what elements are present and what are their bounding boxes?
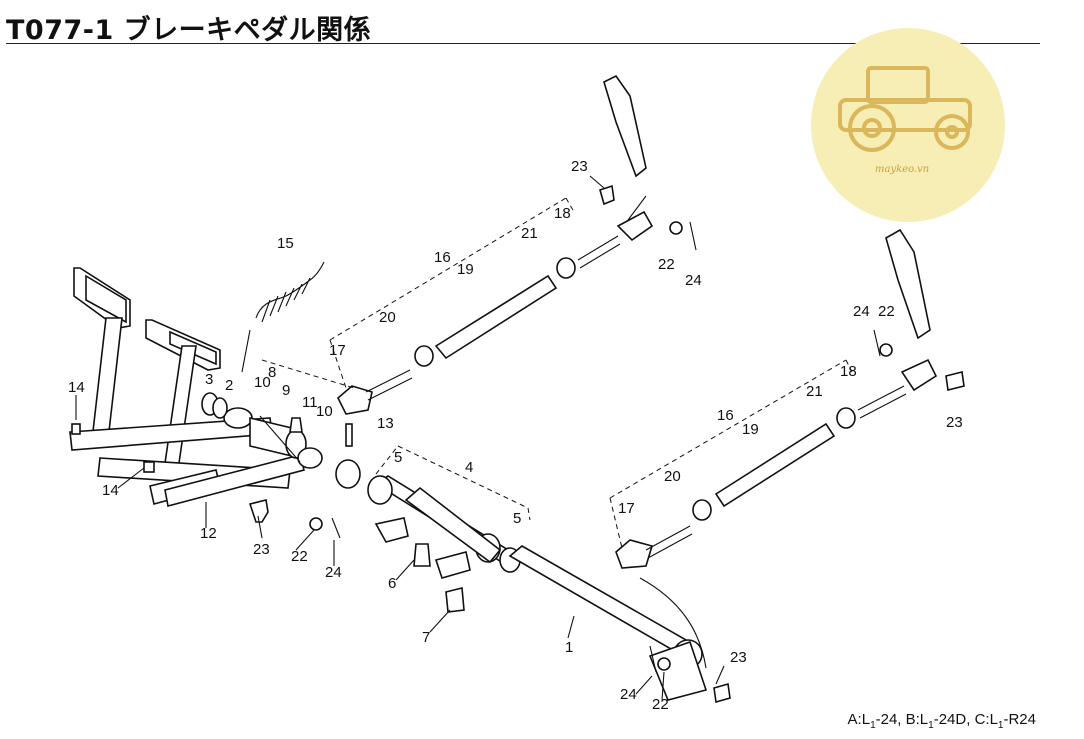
- callout-13: 13: [377, 415, 394, 432]
- legend-text-c: -24D, C:L: [933, 711, 998, 728]
- callout-7: 7: [422, 629, 430, 646]
- callout-17a: 17: [329, 342, 346, 359]
- model-legend: A:L1-24, B:L1-24D, C:L1-R24: [848, 711, 1036, 731]
- callout-20a: 20: [379, 309, 396, 326]
- callout-20b: 20: [664, 468, 681, 485]
- callout-18b: 18: [840, 363, 857, 380]
- callout-11: 11: [302, 394, 318, 411]
- callout-16b: 16: [717, 407, 734, 424]
- callout-labels: 1 2 3 4 5 5 6 7 8 9 10 10 11 12 13 14 14…: [68, 158, 963, 713]
- callout-3: 3: [205, 371, 213, 388]
- legend-sub-b: 1: [928, 720, 934, 731]
- sleeve-guide: [375, 445, 531, 521]
- callout-22c: 22: [291, 548, 308, 565]
- pedal-guide: [261, 359, 355, 389]
- legend-text-b: -24, B:L: [875, 711, 929, 728]
- callout-23a: 23: [571, 158, 588, 175]
- callout-14a: 14: [68, 379, 85, 396]
- legend-text-a: A:L: [847, 711, 871, 728]
- callout-18a: 18: [554, 205, 571, 222]
- callout-19b: 19: [742, 421, 759, 438]
- callout-9: 9: [282, 382, 290, 399]
- callout-17b: 17: [618, 500, 635, 517]
- page-title: T077-1 ブレーキペダル関係: [6, 15, 372, 46]
- callout-8: 8: [268, 364, 276, 381]
- cross-shaft-assembly: [367, 475, 731, 704]
- right-rod-assembly: [609, 228, 965, 569]
- callout-10a: 10: [254, 374, 271, 391]
- callout-24a: 24: [685, 272, 702, 289]
- pedal-assembly: [69, 261, 361, 539]
- legend-sub-c: 1: [997, 720, 1004, 731]
- callout-14b: 14: [102, 482, 119, 499]
- callout-23b: 23: [946, 414, 963, 431]
- callout-16a: 16: [434, 249, 451, 266]
- legend-sub-a: 1: [870, 720, 876, 731]
- tractor-icon: [838, 66, 972, 152]
- callout-24b: 24: [853, 303, 870, 320]
- callout-23c: 23: [253, 541, 270, 558]
- callout-5a: 5: [394, 449, 402, 466]
- callout-22a: 22: [658, 256, 675, 273]
- callout-24c: 24: [325, 564, 342, 581]
- callout-23d: 23: [730, 649, 747, 666]
- callout-22d: 22: [652, 696, 669, 713]
- callout-19a: 19: [457, 261, 474, 278]
- title-rule: [6, 43, 1040, 44]
- legend-text-d: -R24: [1003, 711, 1036, 728]
- callout-12: 12: [200, 525, 217, 542]
- upper-rod-assembly: [329, 74, 697, 415]
- callout-21b: 21: [806, 383, 823, 400]
- callout-4: 4: [465, 459, 473, 476]
- watermark-text: maykeo.vn: [875, 164, 929, 175]
- callout-2: 2: [225, 377, 233, 394]
- callout-22b: 22: [878, 303, 895, 320]
- callout-15: 15: [277, 235, 294, 252]
- callout-6: 6: [388, 575, 396, 592]
- callout-1: 1: [565, 639, 573, 656]
- callout-10b: 10: [316, 403, 333, 420]
- leader-lines: [75, 175, 725, 701]
- callout-5b: 5: [513, 510, 521, 527]
- callout-21a: 21: [521, 225, 538, 242]
- watermark-logo: maykeo.vn: [811, 28, 1005, 222]
- callout-24d: 24: [620, 686, 637, 703]
